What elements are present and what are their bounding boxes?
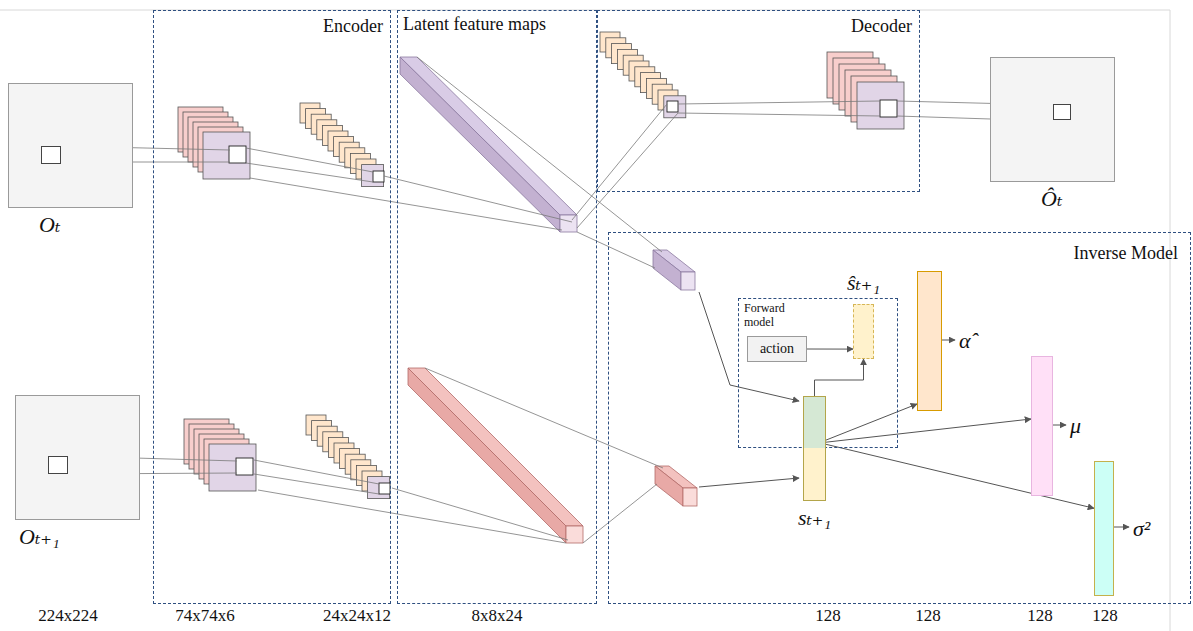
reconstructed-frame: Ôₜ	[990, 57, 1115, 182]
node-title: Inverse Model	[1074, 243, 1178, 264]
latent-cube-top	[653, 250, 695, 290]
dimension-label: 8x8x24	[472, 607, 523, 626]
math-label: σ²	[1133, 516, 1150, 541]
next-input-frame: Oₜ₊₁	[15, 395, 140, 520]
feature-map	[857, 82, 904, 129]
action-box: action	[747, 336, 807, 362]
kernel-window	[48, 456, 68, 474]
node-title: action	[760, 341, 794, 357]
dimension-label: 24x24x12	[323, 607, 391, 626]
dimension-label: 128	[815, 607, 841, 626]
math-label: Oₜ₊₁	[19, 524, 60, 549]
kernel-window	[379, 483, 390, 494]
dimension-label: 128	[1092, 607, 1118, 626]
kernel-window	[236, 458, 253, 475]
feature-map	[203, 132, 250, 179]
alpha-layer: α̂	[917, 271, 942, 411]
node-title: Forward model	[744, 302, 806, 330]
kernel-window	[667, 101, 678, 112]
kernel-window	[229, 146, 246, 163]
feature-map	[362, 165, 384, 187]
encoder-region: Encoder	[153, 10, 391, 604]
latent-cube-bottom	[655, 466, 697, 506]
decoder-region: Decoder	[597, 10, 920, 192]
projection-lines	[60, 57, 1053, 543]
dimension-label: 128	[1027, 607, 1053, 626]
kernel-window	[1053, 104, 1071, 120]
dimension-label: 128	[915, 607, 941, 626]
sigma-layer: σ²	[1094, 461, 1114, 596]
inverse-model-region: Inverse ModelForward model action ŝₜ₊₁ sₜ₊₁…	[608, 232, 1191, 604]
latent-prism-top	[400, 57, 577, 232]
connector-arrow	[807, 349, 853, 350]
connector-arrow	[826, 444, 1094, 508]
dimension-label: 224x224	[38, 607, 98, 626]
feature-map	[664, 96, 686, 118]
math-label: μ	[1070, 413, 1081, 438]
feature-map	[209, 444, 256, 491]
input-frame: Oₜ	[8, 83, 133, 208]
node-title: Latent feature maps	[403, 14, 546, 35]
mu-layer: μ	[1031, 356, 1053, 496]
math-label: α̂	[959, 328, 971, 353]
latent-region: Latent feature maps	[397, 10, 597, 604]
frame-line	[0, 10, 1170, 631]
connector-arrow	[815, 359, 864, 396]
math-label: ŝₜ₊₁	[847, 270, 880, 295]
math-label: Ôₜ	[1041, 186, 1062, 211]
connector-arrow	[826, 419, 1031, 442]
feature-map	[368, 477, 390, 499]
kernel-window	[880, 100, 897, 117]
dimension-label: 74x74x6	[175, 607, 235, 626]
kernel-window	[41, 146, 61, 164]
kernel-window	[373, 171, 384, 182]
math-label: Oₜ	[39, 212, 60, 237]
node-title: Encoder	[323, 16, 383, 37]
math-label: sₜ₊₁	[798, 505, 831, 530]
latent-prism-bottom	[408, 368, 583, 543]
node-title: Decoder	[851, 16, 912, 37]
connector-arrow	[826, 404, 917, 440]
state-vector: sₜ₊₁	[803, 396, 826, 501]
feature-arrows	[699, 292, 1129, 527]
predicted-state-box: ŝₜ₊₁	[853, 304, 874, 359]
feature-map-stacks	[178, 32, 904, 499]
